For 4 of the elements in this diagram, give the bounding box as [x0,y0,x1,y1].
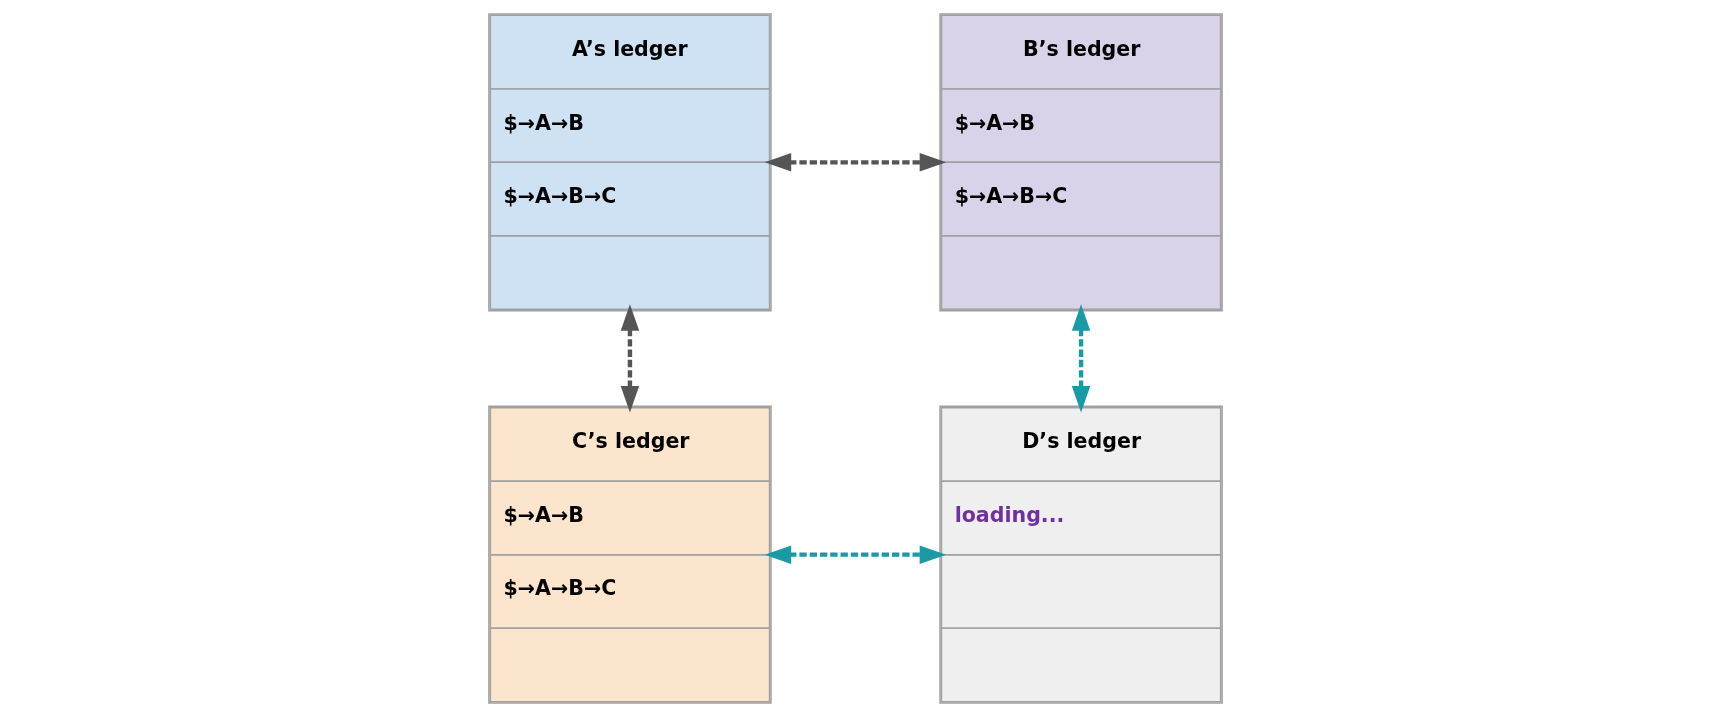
arrow [764,545,947,564]
arrow [1071,304,1091,413]
arrow [620,304,640,413]
arrow [764,153,947,172]
